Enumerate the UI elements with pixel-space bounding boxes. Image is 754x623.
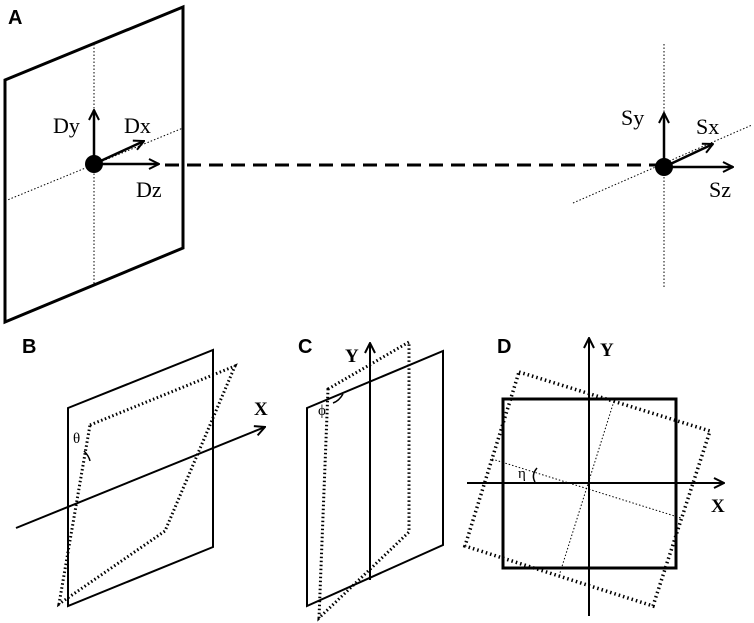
panel-a-label: A: [8, 7, 22, 29]
panel-d-label: D: [497, 336, 511, 358]
panel-c-phi-label: ϕ: [318, 403, 326, 419]
panel-c-y-axis-label: Y: [345, 346, 359, 367]
source-diagonal-line: [572, 124, 753, 204]
panel-c: C Y ϕ: [298, 336, 444, 622]
panel-b-theta-label: θ: [73, 431, 80, 447]
source-z-axis-label: Sz: [709, 177, 731, 202]
panel-b-dotted-tilted-plane: [56, 363, 238, 608]
detector-horizontal-centerline: [4, 127, 184, 202]
panel-d-eta-label: η: [518, 466, 526, 482]
panel-c-dotted-tilted-plane: [317, 339, 411, 622]
panel-b-plane: [67, 348, 214, 608]
panel-b-x-axis-arrow: [15, 427, 265, 529]
panel-c-label: C: [298, 336, 312, 358]
panel-b-label: B: [22, 336, 36, 358]
source-x-axis-label: Sx: [696, 114, 719, 139]
panel-b: B X θ: [15, 336, 268, 608]
panel-d-solid-square: [501, 397, 678, 570]
panel-d-x-axis-label: X: [711, 496, 725, 517]
panel-d-rotated-dotted-square: [462, 369, 713, 609]
detector-x-axis-arrow: [93, 141, 144, 166]
panel-c-phi-arc: [332, 393, 344, 404]
panel-b-theta-arc: [83, 450, 91, 462]
source-x-axis-arrow: [663, 144, 713, 169]
source-y-axis-label: Sy: [621, 105, 644, 130]
panel-d-rotated-vertical-line: [558, 400, 615, 577]
detector-plane: [3, 4, 185, 325]
panel-d: D Y X η: [462, 336, 725, 616]
detector-y-axis-label: Dy: [53, 113, 80, 138]
panel-d-y-axis-label: Y: [600, 340, 614, 361]
panel-b-x-axis-label: X: [254, 399, 268, 420]
panel-d-eta-arc: [532, 467, 538, 483]
detector-z-axis-label: Dz: [136, 177, 162, 202]
panel-a: A Dy Dx Dz Sy Sx Sz: [3, 4, 753, 325]
detector-x-axis-label: Dx: [124, 113, 151, 138]
panel-c-plane: [306, 349, 444, 608]
